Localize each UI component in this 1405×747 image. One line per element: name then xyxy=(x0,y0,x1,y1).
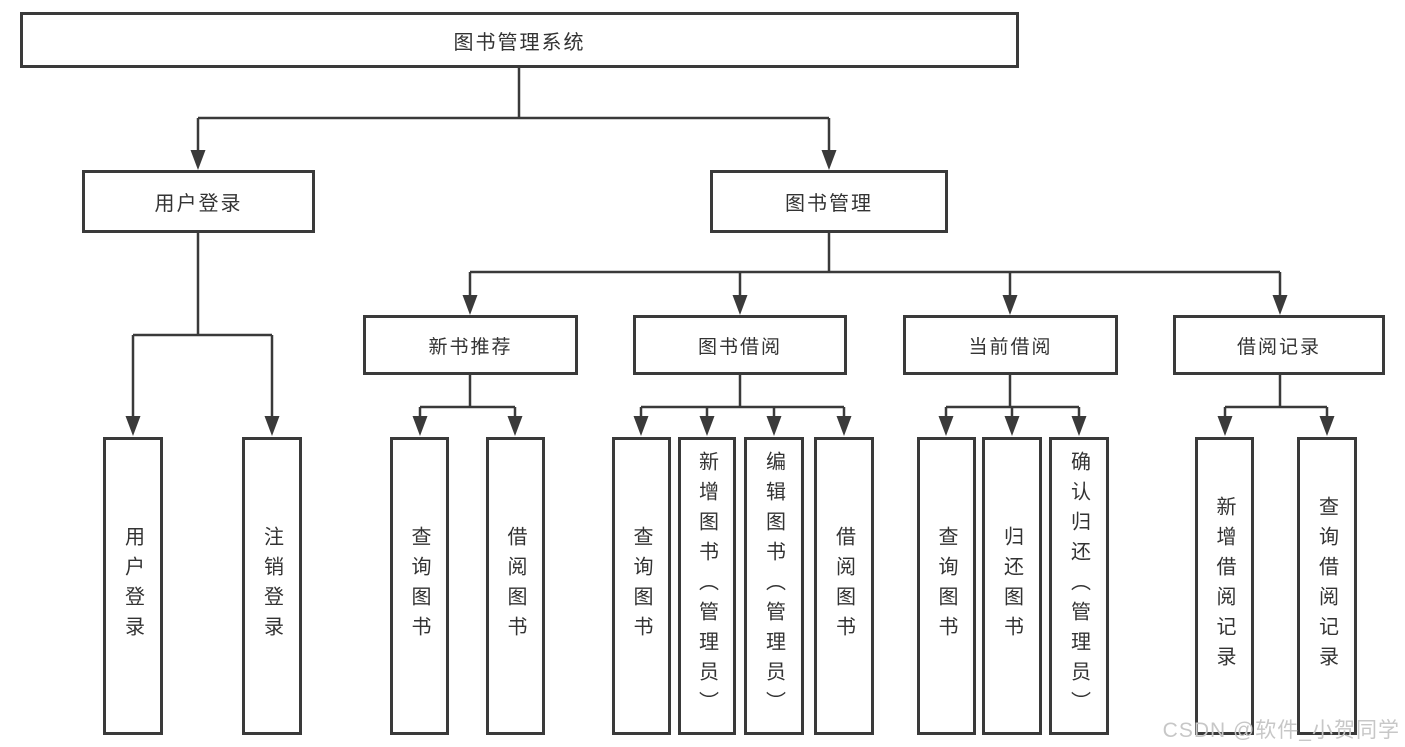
leaf-user-login: 用户登录 xyxy=(103,437,163,735)
node-new-book-recommendation: 新书推荐 xyxy=(363,315,578,375)
node-book-borrowing: 图书借阅 xyxy=(633,315,847,375)
node-current-borrowing: 当前借阅 xyxy=(903,315,1118,375)
node-user-login-branch: 用户登录 xyxy=(82,170,315,233)
leaf-confirm-return-admin: 确认归还（管理员） xyxy=(1049,437,1109,735)
leaf-return-books: 归还图书 xyxy=(982,437,1042,735)
leaf-borrowing-borrow-books: 借阅图书 xyxy=(814,437,874,735)
leaf-add-book-admin: 新增图书（管理员） xyxy=(678,437,736,735)
leaf-logout: 注销登录 xyxy=(242,437,302,735)
node-library-management-system: 图书管理系统 xyxy=(20,12,1019,68)
leaf-edit-book-admin: 编辑图书（管理员） xyxy=(744,437,804,735)
leaf-borrowing-query-books: 查询图书 xyxy=(612,437,671,735)
leaf-recommend-query-books: 查询图书 xyxy=(390,437,449,735)
leaf-recommend-borrow-books: 借阅图书 xyxy=(486,437,545,735)
node-book-management-branch: 图书管理 xyxy=(710,170,948,233)
node-borrowing-records: 借阅记录 xyxy=(1173,315,1385,375)
csdn-watermark: CSDN @软件_小贺同学 xyxy=(1162,719,1400,742)
leaf-current-query-books: 查询图书 xyxy=(917,437,976,735)
leaf-add-borrow-record: 新增借阅记录 xyxy=(1195,437,1254,735)
leaf-query-borrow-record: 查询借阅记录 xyxy=(1297,437,1357,735)
